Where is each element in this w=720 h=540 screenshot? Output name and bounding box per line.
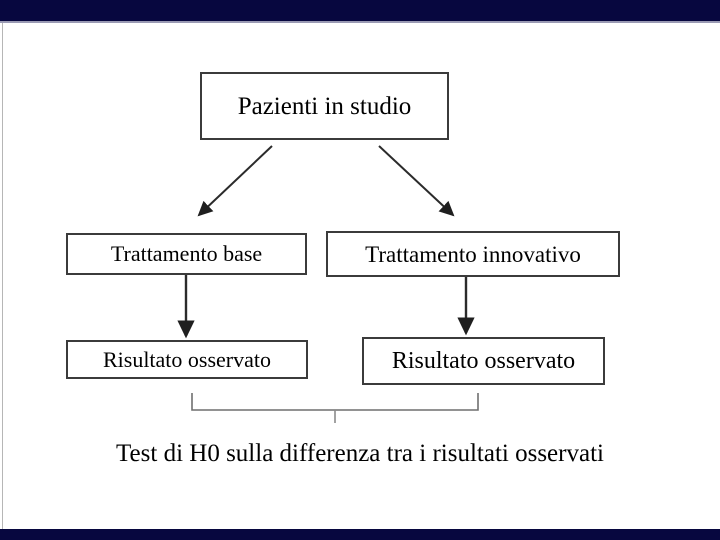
bottom-decorative-band (0, 529, 720, 540)
node-risultato-osservato-base-label: Risultato osservato (102, 346, 272, 372)
arrow-root-to-left-arm (197, 145, 273, 217)
node-risultato-osservato-innovativo[interactable]: Risultato osservato (362, 337, 605, 385)
arrow-root-to-right-arm (378, 145, 455, 217)
connector-layer (177, 145, 479, 423)
node-pazienti-label: Pazienti in studio (237, 92, 412, 120)
diagram-caption: Test di H0 sulla differenza tra i risult… (116, 440, 604, 467)
node-trattamento-innovativo-label: Trattamento innovativo (365, 241, 581, 267)
node-risultato-osservato-innovativo-label: Risultato osservato (391, 348, 576, 374)
node-trattamento-base[interactable]: Trattamento base (66, 233, 307, 275)
top-band-hairline (0, 21, 720, 23)
outcomes-comparison-brace (191, 393, 479, 411)
node-pazienti-in-studio[interactable]: Pazienti in studio (200, 72, 449, 140)
diagram-area: Pazienti in studio Trattamento base Trat… (0, 23, 720, 529)
node-trattamento-base-label: Trattamento base (110, 241, 263, 266)
node-trattamento-innovativo[interactable]: Trattamento innovativo (326, 231, 620, 277)
left-edge-rule (2, 23, 3, 529)
top-decorative-band (0, 0, 720, 21)
node-risultato-osservato-base[interactable]: Risultato osservato (66, 340, 308, 379)
